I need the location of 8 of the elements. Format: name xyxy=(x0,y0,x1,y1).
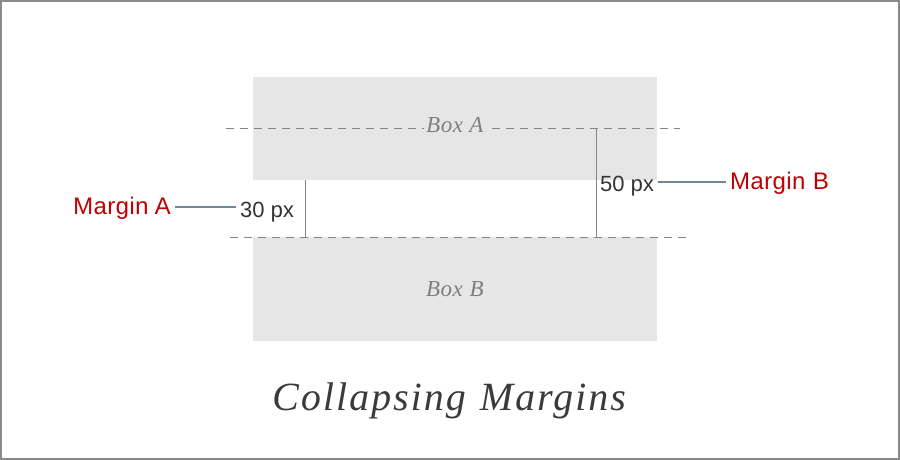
margin-label: Margin A xyxy=(69,193,175,221)
margin-label: Margin B xyxy=(726,168,834,196)
dimension-label: 50 px xyxy=(596,171,658,197)
dimension-label: 30 px xyxy=(236,197,298,223)
diagram-title: Collapsing Margins xyxy=(271,373,629,421)
content-box xyxy=(253,237,657,341)
leader-line xyxy=(175,206,236,208)
leader-line xyxy=(658,181,726,183)
